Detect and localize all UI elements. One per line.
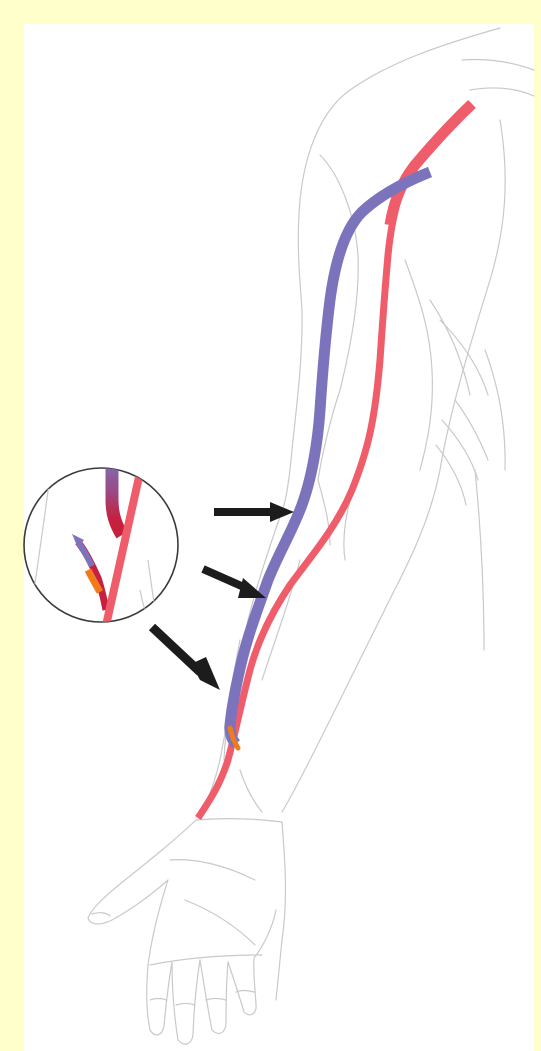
upper-arm-outer-edge xyxy=(284,200,302,505)
radial-artery-upper xyxy=(390,104,472,225)
arrow-lower xyxy=(152,627,220,690)
deltoid-contour xyxy=(300,90,350,200)
torso-line-6 xyxy=(485,350,505,470)
finger-joint-3 xyxy=(206,999,226,1001)
thumb-outline xyxy=(88,820,196,924)
cephalic-vein xyxy=(230,172,430,744)
palm-right-edge xyxy=(276,822,285,1000)
wrist-crease xyxy=(196,819,282,822)
torso-line-5 xyxy=(436,445,466,505)
palm-line-2 xyxy=(185,900,255,945)
torso-line-7 xyxy=(475,470,484,650)
wrist-line xyxy=(240,770,262,812)
finger-ring xyxy=(200,960,228,1033)
arrow-middle xyxy=(203,569,266,598)
triceps-contour xyxy=(405,260,432,470)
hand-knuckle-line xyxy=(150,955,262,965)
palm-line-1 xyxy=(170,860,255,880)
shoulder-contour-2 xyxy=(462,59,534,70)
torso-line-3 xyxy=(455,400,488,460)
thumb-nail xyxy=(92,913,110,916)
finger-joint-2 xyxy=(176,1004,195,1006)
torso-line-4 xyxy=(442,420,478,480)
palm-left-edge xyxy=(148,880,168,965)
finger-joint-4 xyxy=(236,991,254,993)
shoulder-contour-3 xyxy=(470,88,534,96)
finger-joint-1 xyxy=(150,999,166,1001)
forearm-inner-edge xyxy=(282,595,392,812)
finger-little xyxy=(228,958,256,1015)
hand-bottom xyxy=(254,910,276,958)
finger-middle xyxy=(172,960,200,1044)
magnifier-inset xyxy=(24,450,178,630)
arrow-upper xyxy=(214,502,294,522)
